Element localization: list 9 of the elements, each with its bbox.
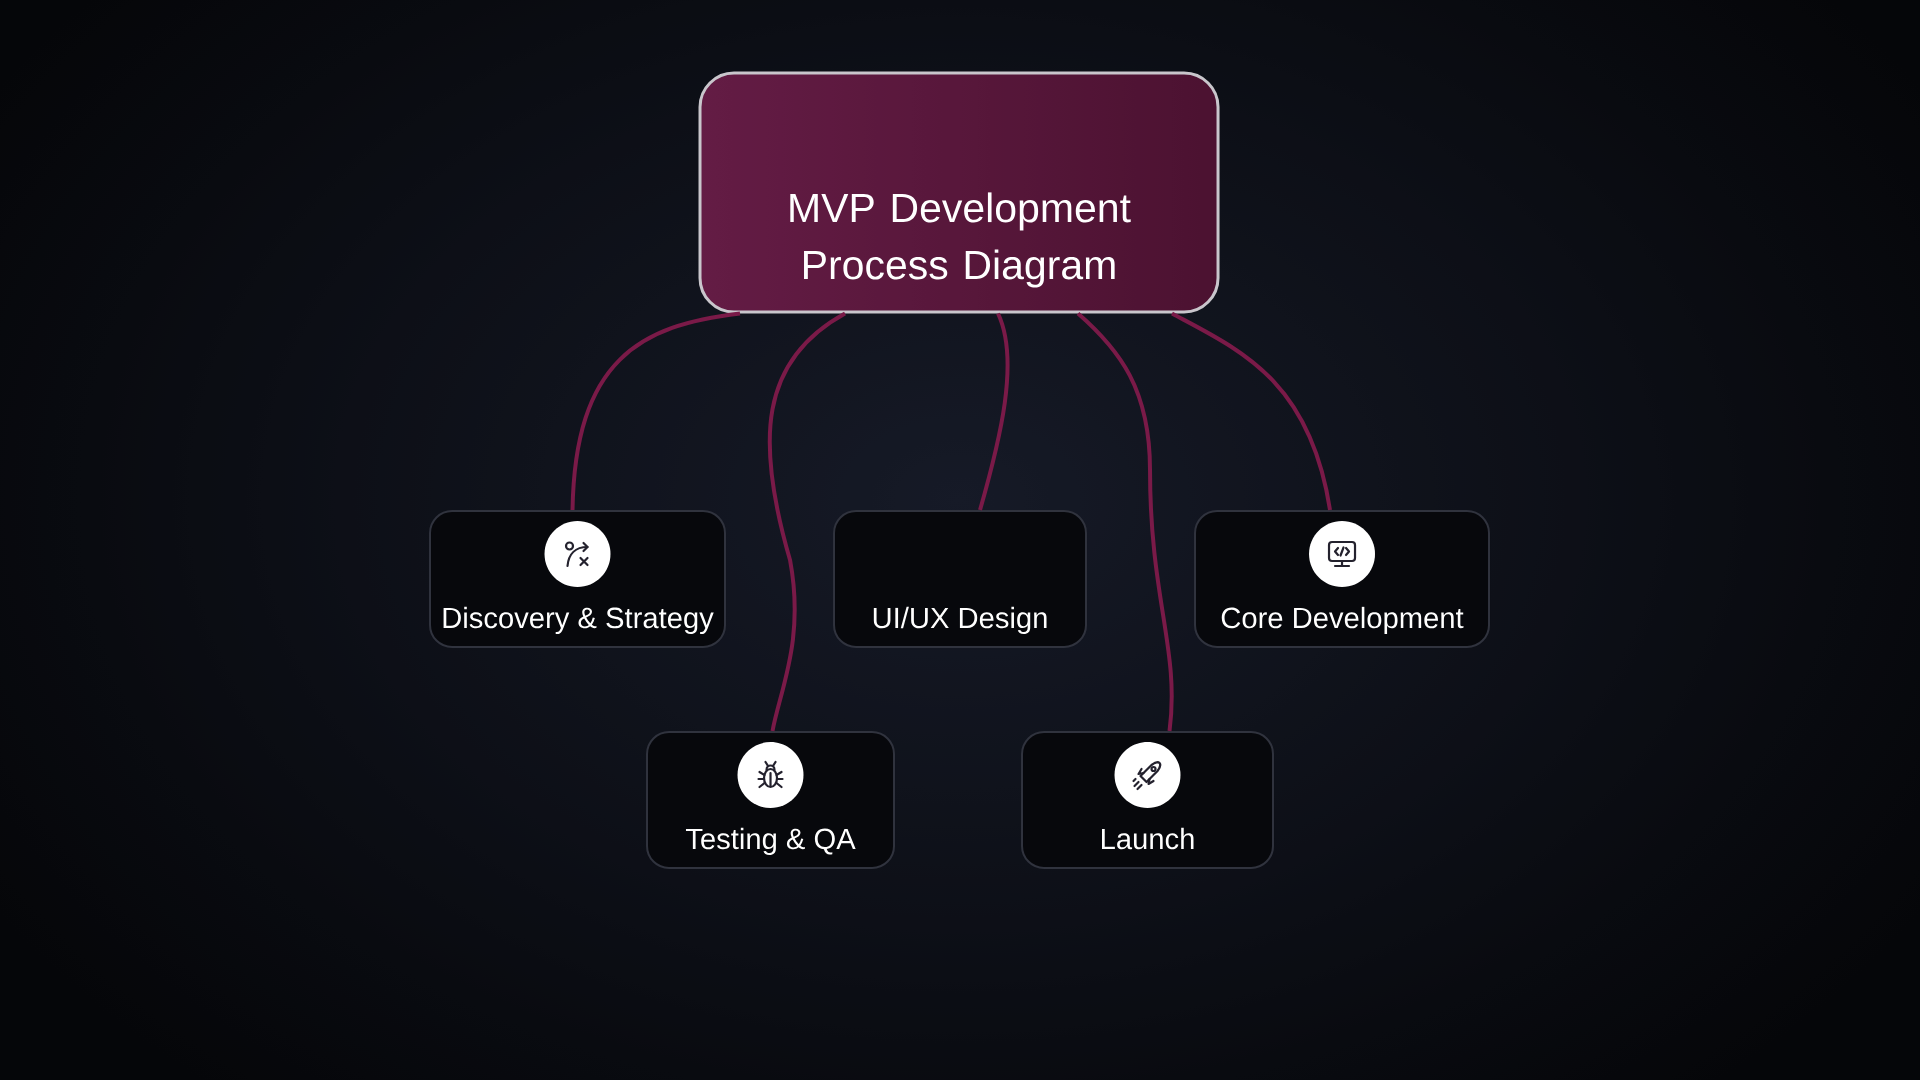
connector-line xyxy=(1076,312,1174,732)
connector-line xyxy=(570,311,741,511)
step-card: Core Development xyxy=(1194,510,1490,648)
connector-line xyxy=(767,311,847,732)
step-card: UI/UX Design xyxy=(833,510,1087,648)
connector-line xyxy=(978,312,1010,511)
step-card: Discovery & Strategy xyxy=(429,510,726,648)
title-box: MVP Development Process Diagram xyxy=(698,71,1220,314)
connector-line xyxy=(1171,311,1332,511)
